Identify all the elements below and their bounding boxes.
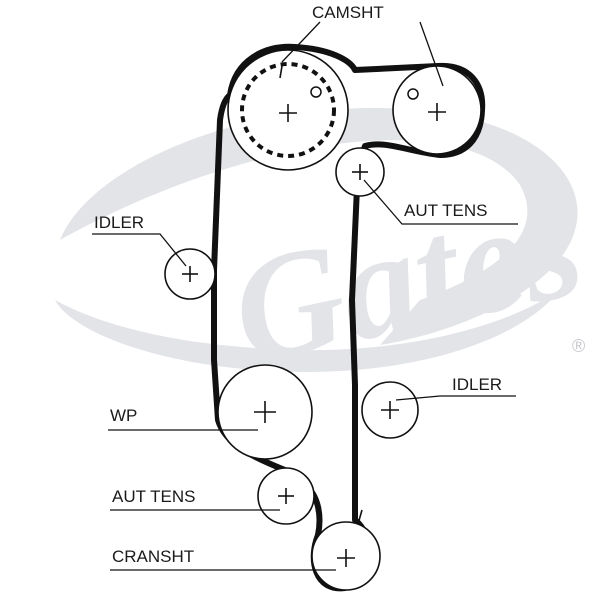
- watermark-swoosh-lower: [55, 290, 560, 373]
- camshaft-timing-hole: [310, 86, 322, 98]
- water-pump-pulley: [217, 364, 313, 460]
- watermark-logo-text: Gates: [219, 161, 596, 396]
- registered-mark: ®: [572, 336, 585, 356]
- label-aut-tens-top: AUT TENS: [404, 201, 487, 220]
- left-idler-pulley: [164, 248, 216, 300]
- leader-camsht-right: [419, 21, 444, 87]
- secondary-pulley-hole: [407, 88, 419, 100]
- leader-aut-tens-top: [363, 179, 518, 225]
- label-idler-right: IDLER: [452, 375, 502, 394]
- label-idler-left: IDLER: [94, 213, 144, 232]
- crankshaft-pulley: [311, 509, 381, 591]
- label-cransht: CRANSHT: [112, 547, 194, 566]
- label-wp: WP: [110, 406, 137, 425]
- leader-idler-right: [395, 395, 516, 401]
- camshaft-toothed-ring: [240, 62, 336, 158]
- label-camsht: CAMSHT: [312, 3, 384, 22]
- camshaft-pulley: [227, 49, 349, 171]
- bottom-auto-tensioner: [257, 467, 315, 525]
- right-idler-pulley: [361, 381, 419, 439]
- watermark-swoosh: [60, 107, 578, 345]
- leader-camsht-left: [281, 21, 321, 63]
- crankshaft-timing-mark: [357, 509, 363, 525]
- label-aut-tens-bottom: AUT TENS: [112, 487, 195, 506]
- labels: CAMSHT AUT TENS IDLER IDLER WP AUT TENS …: [94, 3, 502, 566]
- camshaft-timing-mark: [279, 65, 283, 79]
- top-auto-tensioner: [335, 147, 385, 197]
- secondary-top-pulley: [392, 65, 482, 155]
- leader-lines: [92, 21, 518, 571]
- leader-idler-left: [92, 233, 187, 267]
